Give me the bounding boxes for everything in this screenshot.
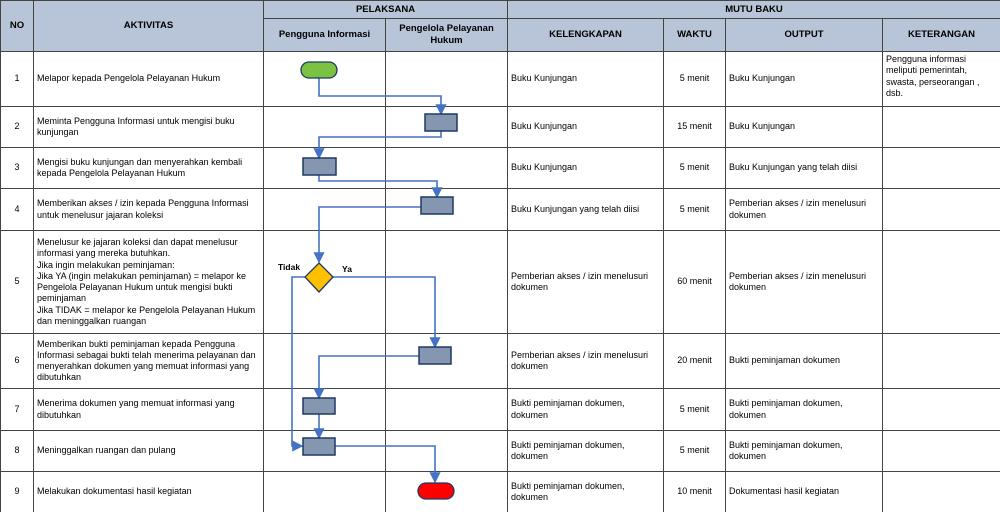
lane-pengelola-cell: [385, 471, 508, 512]
table-row: 3 Mengisi buku kunjungan dan menyerahkan…: [0, 147, 1000, 189]
keterangan-cell: [881, 388, 1000, 431]
keterangan-cell: [881, 430, 1000, 472]
output-cell: Pemberian akses / izin menelusuri dokume…: [725, 188, 883, 231]
header-keterangan: KETERANGAN: [881, 18, 1000, 52]
row-number: 7: [0, 388, 34, 431]
output-cell: Bukti peminjaman dokumen: [725, 333, 883, 389]
row-number: 3: [0, 147, 34, 189]
kelengkapan-cell: Buku Kunjungan: [507, 106, 664, 148]
keterangan-cell: [881, 106, 1000, 148]
lane-pengelola-cell: [385, 188, 508, 231]
row-number: 1: [0, 51, 34, 107]
lane-pengguna-cell: [263, 230, 386, 334]
header-output: OUTPUT: [725, 18, 883, 52]
table-row: 5 Menelusur ke jajaran koleksi dan dapat…: [0, 230, 1000, 334]
header-aktivitas: AKTIVITAS: [33, 0, 264, 52]
header-waktu: WAKTU: [663, 18, 726, 52]
output-cell: Buku Kunjungan: [725, 106, 883, 148]
activity-text: Meninggalkan ruangan dan pulang: [33, 430, 264, 472]
row-number: 4: [0, 188, 34, 231]
lane-pengelola-cell: [385, 230, 508, 334]
table-row: 1 Melapor kepada Pengelola Pelayanan Huk…: [0, 51, 1000, 107]
waktu-cell: 5 menit: [663, 147, 726, 189]
lane-pengelola-cell: [385, 430, 508, 472]
kelengkapan-cell: Buku Kunjungan yang telah diisi: [507, 188, 664, 231]
kelengkapan-cell: Buku Kunjungan: [507, 51, 664, 107]
waktu-cell: 20 menit: [663, 333, 726, 389]
kelengkapan-cell: Pemberian akses / izin menelusuri dokume…: [507, 333, 664, 389]
header-mutu-baku: MUTU BAKU: [506, 0, 1000, 19]
keterangan-cell: [881, 188, 1000, 231]
table-row: 7 Menerima dokumen yang memuat informasi…: [0, 388, 1000, 431]
activity-text: Meminta Pengguna Informasi untuk mengisi…: [33, 106, 264, 148]
header-kelengkapan: KELENGKAPAN: [507, 18, 664, 52]
lane-pengguna-cell: [263, 471, 386, 512]
header-pelaksana: PELAKSANA: [263, 0, 508, 19]
lane-pengguna-cell: [263, 106, 386, 148]
table-row: 4 Memberikan akses / izin kepada Penggun…: [0, 188, 1000, 231]
header-no: NO: [0, 0, 34, 52]
activity-text: Melakukan dokumentasi hasil kegiatan: [33, 471, 264, 512]
lane-pengelola-cell: [385, 333, 508, 389]
activity-text: Memberikan bukti peminjaman kepada Pengg…: [33, 333, 264, 389]
kelengkapan-cell: Bukti peminjaman dokumen, dokumen: [507, 471, 664, 512]
keterangan-cell: Pengguna informasi meliputi pemerintah, …: [881, 51, 1000, 107]
row-number: 5: [0, 230, 34, 334]
lane-pengguna-cell: [263, 147, 386, 189]
row-number: 2: [0, 106, 34, 148]
output-cell: Buku Kunjungan: [725, 51, 883, 107]
keterangan-cell: [881, 147, 1000, 189]
keterangan-cell: [881, 230, 1000, 334]
output-cell: Pemberian akses / izin menelusuri dokume…: [725, 230, 883, 334]
lane-pengelola-cell: [385, 106, 508, 148]
kelengkapan-cell: Buku Kunjungan: [507, 147, 664, 189]
activity-text: Menelusur ke jajaran koleksi dan dapat m…: [33, 230, 264, 334]
row-number: 8: [0, 430, 34, 472]
activity-text: Mengisi buku kunjungan dan menyerahkan k…: [33, 147, 264, 189]
waktu-cell: 5 menit: [663, 51, 726, 107]
keterangan-cell: [881, 471, 1000, 512]
output-cell: Buku Kunjungan yang telah diisi: [725, 147, 883, 189]
activity-text: Menerima dokumen yang memuat informasi y…: [33, 388, 264, 431]
activity-text: Memberikan akses / izin kepada Pengguna …: [33, 188, 264, 231]
output-cell: Bukti peminjaman dokumen, dokumen: [725, 430, 883, 472]
lane-pengelola-cell: [385, 147, 508, 189]
waktu-cell: 5 menit: [663, 188, 726, 231]
lane-pengguna-cell: [263, 51, 386, 107]
header-pengelola-pelayanan: Pengelola Pelayanan Hukum: [385, 18, 508, 52]
lane-pengguna-cell: [263, 388, 386, 431]
waktu-cell: 10 menit: [663, 471, 726, 512]
table-row: 6 Memberikan bukti peminjaman kepada Pen…: [0, 333, 1000, 389]
kelengkapan-cell: Pemberian akses / izin menelusuri dokume…: [507, 230, 664, 334]
table-row: 9 Melakukan dokumentasi hasil kegiatan B…: [0, 471, 1000, 512]
waktu-cell: 5 menit: [663, 430, 726, 472]
output-cell: Bukti peminjaman dokumen, dokumen: [725, 388, 883, 431]
row-number: 6: [0, 333, 34, 389]
lane-pengguna-cell: [263, 188, 386, 231]
table-row: 2 Meminta Pengguna Informasi untuk mengi…: [0, 106, 1000, 148]
row-number: 9: [0, 471, 34, 512]
output-cell: Dokumentasi hasil kegiatan: [725, 471, 883, 512]
waktu-cell: 60 menit: [663, 230, 726, 334]
activity-text: Melapor kepada Pengelola Pelayanan Hukum: [33, 51, 264, 107]
lane-pengelola-cell: [385, 388, 508, 431]
header-pengguna-informasi: Pengguna Informasi: [263, 18, 386, 52]
lane-pengguna-cell: [263, 430, 386, 472]
lane-pengguna-cell: [263, 333, 386, 389]
kelengkapan-cell: Bukti peminjaman dokumen, dokumen: [507, 388, 664, 431]
waktu-cell: 15 menit: [663, 106, 726, 148]
table-row: 8 Meninggalkan ruangan dan pulang Bukti …: [0, 430, 1000, 472]
lane-pengelola-cell: [385, 51, 508, 107]
kelengkapan-cell: Bukti peminjaman dokumen, dokumen: [507, 430, 664, 472]
keterangan-cell: [881, 333, 1000, 389]
waktu-cell: 5 menit: [663, 388, 726, 431]
